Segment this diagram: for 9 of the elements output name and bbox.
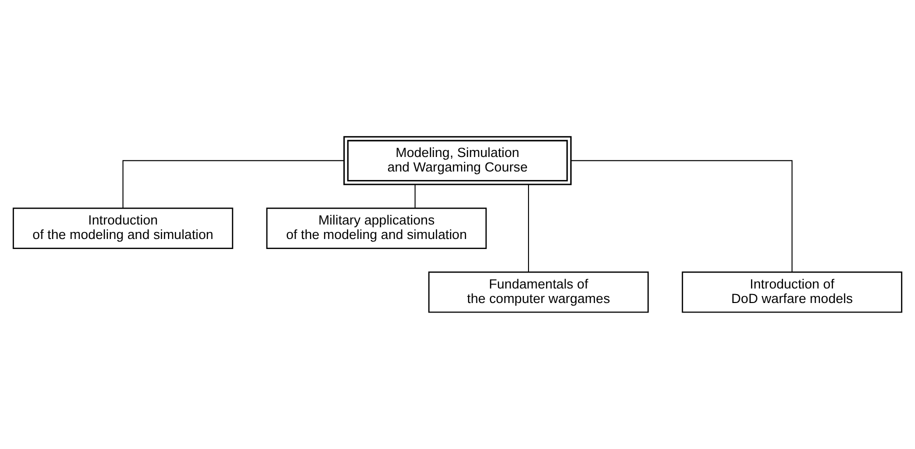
node-box: Modeling, Simulation and Wargaming Course xyxy=(343,136,572,186)
node-box: Military applications of the modeling and simulation xyxy=(266,208,487,249)
node-box: Fundamentals of the computer wargames xyxy=(428,272,649,313)
connector xyxy=(414,184,416,208)
connector xyxy=(122,160,344,208)
node-box: Introduction of the modeling and simulation xyxy=(12,208,234,249)
connector xyxy=(528,184,529,273)
connector xyxy=(570,160,793,272)
node-box: Introduction of DoD warfare models xyxy=(682,272,902,313)
